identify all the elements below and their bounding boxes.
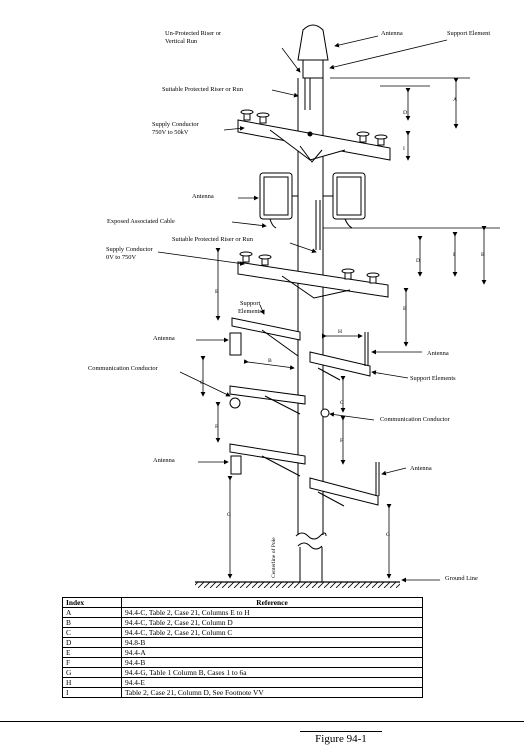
leader-arrows [157,35,448,583]
index-cell: E [62,647,122,658]
label-supply-conductor-low-1: Supply Conductor [106,246,154,253]
label-support-elements-right: Support Elements [410,375,456,382]
dim-c-right: C [340,400,344,406]
crossarm-lower-supply [237,251,389,299]
index-cell: A [62,607,122,618]
reference-cell: 94.4-C, Table 2, Case 21, Column D [121,617,423,628]
index-cell: H [62,677,122,688]
dim-a: A [453,97,457,103]
label-exposed-cable: Exposed Associated Cable [107,218,175,225]
dimension-letters: A D I B I D E E C C F F G G H B [200,97,485,538]
reference-cell: 94.8-B [121,637,423,648]
dim-g-left: G [227,512,231,518]
label-unprotected-riser-2: Vertical Run [165,38,198,45]
reference-cell: 94.4-C, Table 2, Case 21, Column C [121,627,423,638]
label-antenna-right-2: Antenna [410,465,432,472]
label-antenna-right-1: Antenna [427,350,449,357]
label-supply-conductor-high-2: 750V to 50kV [152,129,189,136]
dim-i-top: I [403,146,405,152]
reference-cell: 94.4-B [121,657,423,668]
index-cell: G [62,667,122,678]
comm-arms [229,317,380,507]
diagram-labels: Un-Protected Riser or Vertical Run Anten… [88,30,490,582]
label-unprotected-riser-1: Un-Protected Riser or [165,30,222,37]
label-supply-conductor-high-1: Supply Conductor [152,121,200,128]
table-header-row: Index Reference [62,597,423,608]
insulator-icon [239,251,380,284]
label-suitable-protected-riser-top: Suitable Protected Riser or Run [162,86,244,93]
label-supply-conductor-low-2: 0V to 750V [106,254,136,261]
dim-f-left: F [215,424,218,430]
figure-caption: Figure 94-1 [300,731,382,745]
dim-d-mid: D [416,258,420,264]
reference-cell: 94.4-G, Table 1 Column B, Cases 1 to 6a [121,667,423,678]
dimension-lines [200,77,500,579]
label-support-element-top: Support Element [447,30,490,37]
crossarm-upper [237,109,391,163]
label-suitable-protected-riser-mid: Suitable Protected Riser or Run [172,236,254,243]
index-cell: F [62,657,122,668]
dim-i-mid: I [453,252,455,258]
label-support-elements-left-2: Elements [238,308,262,315]
bottom-rule [0,721,524,722]
reference-cell: Table 2, Case 21, Column D, See Footnote… [121,687,423,698]
label-centerline-pole: Centerline of Pole [270,537,277,578]
label-antenna-mid: Antenna [192,193,214,200]
reference-cell: 94.4-E [121,677,423,688]
index-cell: I [62,687,122,698]
label-communication-conductor-left: Communication Conductor [88,365,159,372]
dim-e-right: E [403,306,407,312]
dim-g-right: G [386,532,390,538]
dim-d-top: D [403,110,407,116]
index-cell: C [62,627,122,638]
label-ground-line: Ground Line [445,575,478,582]
label-antenna-left-2: Antenna [153,457,175,464]
mid-antenna-cabinets [259,172,366,229]
pole-diagram: Un-Protected Riser or Vertical Run Anten… [88,24,500,588]
label-antenna-left-1: Antenna [153,335,175,342]
header-reference: Reference [121,597,423,608]
risers [304,78,321,250]
dim-b-right: B [481,252,485,258]
reference-cell: 94.4-A [121,647,423,658]
index-cell: D [62,637,122,648]
dim-h: H [338,329,342,335]
label-antenna-top: Antenna [381,30,403,37]
index-cell: B [62,617,122,628]
label-communication-conductor-right: Communication Conductor [380,416,451,423]
dim-b-mid: B [268,358,272,364]
label-support-elements-left-1: Support [240,300,260,307]
insulator-icon [240,109,388,146]
dim-c-left: C [200,380,204,386]
header-index: Index [62,597,122,608]
ground [195,581,400,588]
dim-f-right: F [340,438,343,444]
reference-cell: 94.4-C, Table 2, Case 21, Columns E to H [121,607,423,618]
dim-e-left: E [215,289,219,295]
top-antenna-icon [297,24,329,79]
